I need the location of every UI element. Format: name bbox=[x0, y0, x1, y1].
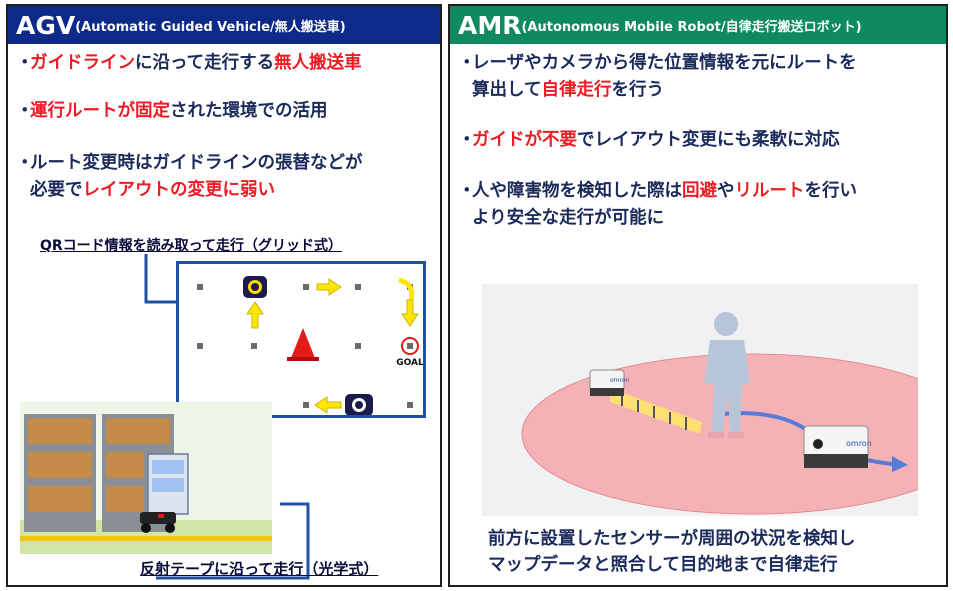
agv-robot-icon bbox=[345, 394, 373, 416]
agv-connectors bbox=[144, 254, 310, 580]
warehouse-shelf bbox=[24, 414, 96, 532]
amr-b1-line1: レーザやカメラから得た位置情報を元にルートを bbox=[472, 53, 857, 73]
amr-caption-line1: 前方に設置したセンサーが周囲の状況を検知し bbox=[488, 529, 856, 549]
amr-bullet-1-cont: 算出して自律走行を行う bbox=[472, 77, 664, 104]
traffic-cone-icon bbox=[287, 328, 319, 361]
amr-b1-part2: 算出して bbox=[472, 80, 542, 100]
agv-bullet-3: ・ ルート変更時はガイドラインの張替などが bbox=[16, 150, 363, 177]
amr-bullet-3-cont: より安全な走行が可能に bbox=[472, 205, 664, 232]
amr-b3-part2: 回避 bbox=[682, 181, 717, 201]
agv-b3-line1: ルート変更時はガイドラインの張替などが bbox=[30, 153, 363, 173]
amr-subtitle: (Autonomous Mobile Robot/自律走行搬送ロボット) bbox=[521, 20, 862, 35]
amr-b3-line2: より安全な走行が可能に bbox=[472, 208, 665, 228]
amr-b1-part3: 自律走行 bbox=[541, 80, 612, 100]
bullet-dot: ・ bbox=[458, 181, 476, 201]
qr-code-marker bbox=[303, 284, 309, 290]
amr-b1-part4: を行う bbox=[611, 80, 664, 100]
agv-panel: AGV (Automatic Guided Vehicle/無人搬送車) ・ ガ… bbox=[6, 4, 442, 587]
arrow-right-icon bbox=[316, 278, 342, 296]
bullet-dot: ・ bbox=[458, 53, 476, 73]
amr-b3-part4: リルート bbox=[734, 181, 805, 201]
agv-bullet-3-cont: 必要でレイアウトの変更に弱い bbox=[30, 177, 275, 204]
agv-subtitle: (Automatic Guided Vehicle/無人搬送車) bbox=[75, 20, 346, 35]
agv-b1-part1: ガイドライン bbox=[30, 53, 135, 73]
amr-header: AMR (Autonomous Mobile Robot/自律走行搬送ロボット) bbox=[450, 6, 946, 44]
goal-marker-icon bbox=[401, 337, 419, 355]
bullet-dot: ・ bbox=[16, 153, 34, 173]
warehouse-svg bbox=[20, 414, 272, 554]
agv-title: AGV bbox=[16, 11, 76, 40]
agv-cart-icon bbox=[140, 453, 189, 533]
qr-code-marker bbox=[355, 343, 361, 349]
amr-title: AMR bbox=[458, 11, 522, 40]
arrow-up-icon bbox=[246, 301, 264, 329]
qr-grid-svg: GOAL bbox=[197, 276, 424, 416]
robot-brand-label: omron bbox=[610, 377, 630, 384]
amr-caption-line2: マップデータと照合して目的地まで自律走行 bbox=[488, 555, 838, 575]
amr-scene-svg: omron omron bbox=[521, 312, 953, 515]
agv-robot-icon bbox=[243, 276, 267, 298]
agv-b1-part2: に沿って走行する bbox=[135, 53, 275, 73]
amr-scene-illustration: omron omron bbox=[482, 284, 953, 516]
amr-robot-icon: omron bbox=[803, 425, 872, 468]
qr-code-marker bbox=[197, 284, 203, 290]
amr-bullet-3: ・ 人や障害物を検知した際は回避やリルートを行い bbox=[458, 178, 858, 205]
qr-grid-diagram: GOAL bbox=[176, 261, 426, 418]
agv-header: AGV (Automatic Guided Vehicle/無人搬送車) bbox=[8, 6, 440, 44]
agv-b2-part2: された環境での活用 bbox=[170, 101, 328, 121]
amr-b2-part2: でレイアウト変更にも柔軟に対応 bbox=[577, 130, 840, 150]
agv-b3-part2: 必要で bbox=[30, 180, 83, 200]
qr-code-marker bbox=[407, 402, 413, 408]
qr-connector-line bbox=[144, 254, 176, 304]
qr-code-marker bbox=[197, 343, 203, 349]
agv-b3-part3: レイアウトの変更に弱い bbox=[82, 180, 276, 200]
qr-grid-label: QRコード情報を読み取って走行（グリッド式） bbox=[40, 238, 342, 254]
bullet-dot: ・ bbox=[16, 53, 34, 73]
route-arrowhead bbox=[892, 456, 908, 472]
amr-b3-part3: や bbox=[717, 181, 735, 201]
arrow-down-icon bbox=[401, 299, 419, 327]
robot-brand-label: omron bbox=[846, 439, 872, 448]
arrow-left-icon bbox=[314, 396, 342, 414]
amr-robot-icon: omron bbox=[589, 369, 630, 396]
agv-b1-part3: 無人搬送車 bbox=[274, 53, 362, 73]
person-silhouette bbox=[704, 312, 750, 438]
optical-tape-label: 反射テープに沿って走行（光学式） bbox=[140, 560, 379, 578]
bullet-dot: ・ bbox=[458, 130, 476, 150]
qr-code-marker bbox=[251, 343, 257, 349]
amr-panel: AMR (Autonomous Mobile Robot/自律走行搬送ロボット)… bbox=[448, 4, 953, 587]
warehouse-illustration bbox=[20, 402, 272, 554]
goal-label: GOAL bbox=[396, 358, 423, 368]
amr-b3-part1: 人や障害物を検知した際は bbox=[472, 181, 682, 201]
agv-bullet-1: ・ ガイドラインに沿って走行する無人搬送車 bbox=[16, 50, 362, 77]
amr-bullet-2: ・ ガイドが不要でレイアウト変更にも柔軟に対応 bbox=[458, 127, 840, 154]
tape-connector-line bbox=[156, 502, 310, 580]
amr-b3-part5: を行い bbox=[804, 181, 858, 201]
arrow-turn-icon bbox=[398, 277, 415, 301]
qr-code-marker bbox=[355, 284, 361, 290]
amr-bullet-1: ・ レーザやカメラから得た位置情報を元にルートを bbox=[458, 50, 857, 77]
reflective-tape bbox=[20, 536, 272, 541]
qr-code-marker bbox=[303, 402, 309, 408]
bullet-dot: ・ bbox=[16, 101, 34, 121]
amr-b2-part1: ガイドが不要 bbox=[472, 130, 577, 150]
agv-bullet-2: ・ 運行ルートが固定された環境での活用 bbox=[16, 98, 328, 125]
agv-b2-part1: 運行ルートが固定 bbox=[30, 101, 170, 121]
